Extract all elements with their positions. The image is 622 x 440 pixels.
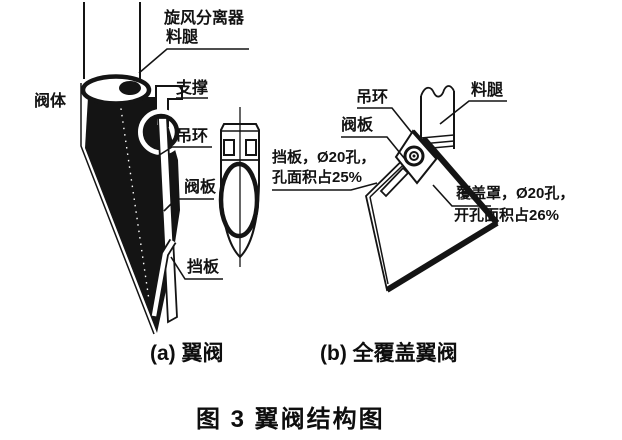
label-cover-note-line1: 覆盖罩，Ø20孔， [456,185,575,202]
label-baffle-note-line1: 挡板，Ø20孔， [272,149,376,166]
fig-a-flap-front-view [218,107,260,267]
fig-b-leader-lines [272,100,507,207]
fig-a-dipleg-tube [80,2,152,106]
figure-title: 图 3 翼阀结构图 [196,406,385,433]
label-ring-a: 吊环 [176,128,209,145]
caption-subfigure-b: (b) 全覆盖翼阀 [320,342,458,365]
label-valve-plate-b: 阀板 [341,117,374,134]
label-cyclone-separator: 旋风分离器 [164,10,245,27]
fig-b-hinge [394,129,439,185]
label-valve-body: 阀体 [34,93,67,110]
label-dipleg-a: 料腿 [166,29,199,46]
label-dipleg-b: 料腿 [471,82,504,99]
label-baffle-note-line2: 孔面积占25% [272,169,363,186]
label-valve-plate-a: 阀板 [184,179,217,196]
fig-b-cover [365,137,500,293]
label-ring-b: 吊环 [356,89,389,106]
fig-a-valve-body [80,83,180,335]
label-support: 支撑 [176,80,209,97]
caption-subfigure-a: (a) 翼阀 [150,342,224,365]
fig-a-baffle [150,238,177,317]
label-cover-note-line2: 开孔面积占26% [454,207,560,224]
label-baffle-a: 挡板 [187,259,220,276]
fig-a-leader-lines [138,48,249,280]
